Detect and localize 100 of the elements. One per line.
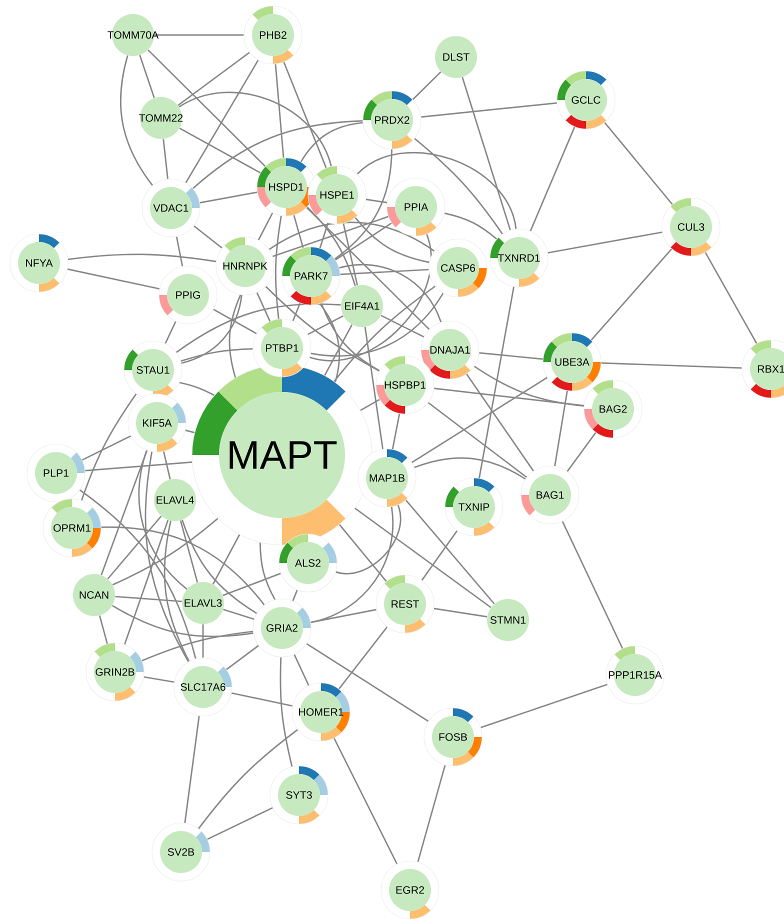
node-label: ALS2: [294, 559, 321, 567]
interaction-line: [82, 435, 132, 461]
protein-node: HSPBP1: [376, 356, 434, 414]
protein-node: NFYA: [10, 234, 68, 292]
interaction-line: [100, 450, 148, 576]
interaction-line: [360, 398, 380, 411]
protein-node: SV2B: [152, 822, 210, 882]
interaction-line: [176, 236, 184, 266]
interaction-line: [144, 452, 190, 662]
interaction-line: [213, 308, 257, 334]
interaction-line: [704, 252, 758, 344]
interaction-line: [366, 198, 388, 204]
interaction-line: [274, 64, 284, 158]
interaction-line: [421, 102, 557, 118]
interaction-line: [306, 206, 356, 286]
interaction-line: [428, 402, 528, 478]
interaction-line: [601, 362, 742, 369]
interaction-line: [139, 54, 155, 98]
interaction-line: [434, 608, 488, 618]
interaction-line: [340, 268, 429, 276]
protein-node: PPIA: [386, 178, 446, 236]
interaction-line: [421, 530, 458, 581]
interaction-line: [283, 62, 327, 168]
protein-node: PPP1R15A: [606, 646, 664, 704]
interaction-line: [380, 314, 424, 338]
protein-node: TXNRD1: [490, 228, 548, 288]
interaction-line: [293, 214, 304, 248]
interaction-line: [306, 643, 429, 722]
protein-node: GRIN2B: [86, 642, 144, 702]
interaction-line: [480, 684, 608, 728]
interaction-line: [79, 489, 196, 659]
protein-node: KIF5A: [128, 394, 186, 452]
interaction-line: [474, 366, 584, 407]
interaction-line: [392, 414, 400, 450]
interaction-line: [530, 126, 576, 232]
interaction-line: [274, 216, 282, 319]
interaction-line: [434, 388, 584, 406]
interaction-line: [338, 524, 387, 582]
interaction-line: [292, 302, 301, 322]
protein-node: STAU1: [124, 340, 182, 400]
protein-node: STMN1: [487, 599, 529, 641]
interaction-line: [184, 716, 200, 824]
interaction-line: [292, 590, 298, 602]
interaction-line: [185, 60, 259, 184]
protein-node: BAG2: [584, 380, 642, 438]
protein-node: ELAVL3: [182, 582, 224, 624]
interaction-line: [548, 231, 662, 254]
protein-node: SYT3: [270, 766, 328, 824]
protein-node: HOMER1: [292, 682, 350, 742]
interaction-line: [202, 624, 204, 658]
interaction-line: [181, 294, 242, 364]
interaction-line: [604, 122, 673, 205]
protein-node: PPIG: [158, 266, 218, 324]
interaction-line: [176, 303, 341, 353]
interaction-line: [112, 604, 254, 638]
interaction-line: [566, 432, 596, 472]
node-label: PPIA: [404, 203, 428, 211]
interaction-line: [85, 461, 192, 472]
protein-node: PARK7: [282, 246, 340, 306]
interaction-line: [590, 248, 672, 341]
protein-node: PLP1: [26, 444, 86, 502]
interaction-line: [308, 315, 344, 336]
interaction-line: [180, 348, 253, 362]
interaction-line: [154, 34, 244, 36]
interaction-line: [319, 303, 340, 382]
interaction-line: [178, 52, 250, 106]
interaction-line: [412, 71, 442, 100]
protein-node: REST: [376, 574, 434, 634]
interaction-line: [185, 430, 195, 434]
protein-node: NCAN: [73, 574, 115, 616]
interaction-line: [356, 152, 517, 230]
interaction-line: [101, 526, 265, 606]
interaction-line: [338, 626, 388, 690]
interaction-line: [228, 294, 242, 378]
interaction-line: [162, 451, 171, 480]
interaction-line: [405, 500, 495, 604]
interaction-line: [223, 608, 254, 620]
interaction-line: [414, 138, 503, 234]
interaction-line: [364, 326, 384, 450]
protein-node: TOMM22: [139, 96, 183, 139]
node-label: MAP1B: [370, 474, 405, 482]
protein-node: EIF4A1: [341, 285, 383, 327]
interaction-line: [80, 394, 137, 501]
interaction-line: [306, 207, 430, 330]
interaction-line: [68, 254, 216, 262]
node-label: PTBP1: [266, 344, 298, 352]
interaction-line: [164, 321, 176, 344]
interaction-line: [320, 303, 380, 372]
protein-node: BAG1: [520, 466, 580, 524]
protein-node: SLC17A6: [174, 658, 232, 716]
interaction-line: [162, 139, 168, 179]
interaction-line: [324, 324, 353, 376]
interaction-line: [148, 49, 266, 167]
interaction-line: [67, 268, 160, 290]
interaction-line: [335, 222, 392, 261]
interaction-line: [411, 376, 548, 464]
interaction-line: [319, 222, 329, 248]
interaction-line: [207, 807, 273, 840]
interaction-line: [115, 596, 182, 602]
protein-node: ELAVL4: [154, 479, 196, 521]
